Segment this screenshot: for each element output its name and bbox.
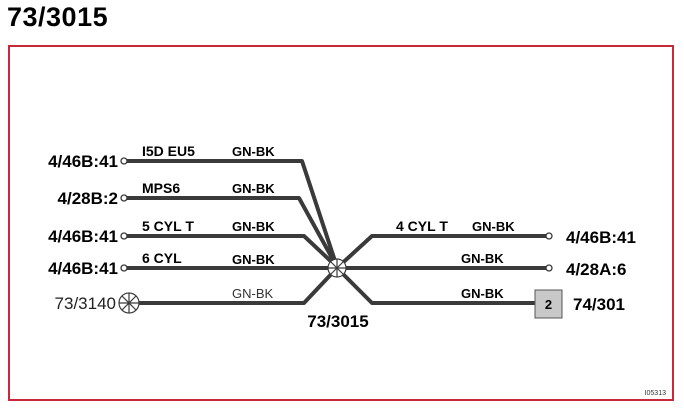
- terminal-left-3: [120, 232, 128, 240]
- connector-right-3[interactable]: 74/301: [573, 295, 625, 314]
- wire-right-1[interactable]: [335, 234, 548, 270]
- connector-left-5[interactable]: 73/3140: [55, 294, 116, 313]
- wire-left-3[interactable]: [124, 234, 339, 269]
- connector-right-1[interactable]: 4/46B:41: [566, 228, 636, 247]
- wire-color-right-3: GN-BK: [461, 286, 504, 301]
- wire-color-left-3: GN-BK: [232, 219, 275, 234]
- connector-left-4[interactable]: 4/46B:41: [48, 259, 118, 278]
- wire-name-left-3: 5 CYL T: [142, 218, 194, 234]
- splice-label: 73/3015: [307, 312, 368, 331]
- terminal-right-2: [545, 264, 553, 272]
- wire-color-right-2: GN-BK: [461, 251, 504, 266]
- terminal-left-1: [120, 157, 128, 165]
- terminal-right-1: [545, 232, 553, 240]
- diagram-frame: [8, 45, 674, 401]
- badge-box: [534, 289, 563, 319]
- wire-color-left-1: GN-BK: [232, 144, 275, 159]
- wire-color-left-2: GN-BK: [232, 181, 275, 196]
- wire-left-1[interactable]: [124, 159, 339, 269]
- wire-name-left-4: 6 CYL: [142, 250, 182, 266]
- wire-name-right-1: 4 CYL T: [396, 218, 448, 234]
- wire-name-left-1: I5D EU5: [142, 143, 195, 159]
- page-title: 73/3015: [7, 2, 109, 32]
- connector-right-2[interactable]: 4/28A:6: [566, 260, 626, 279]
- terminal-left-2: [120, 194, 128, 202]
- connector-symbol-icon: [118, 292, 140, 314]
- wire-color-right-1: GN-BK: [472, 219, 515, 234]
- wire-left-2[interactable]: [124, 196, 339, 269]
- terminal-left-4: [120, 264, 128, 272]
- wire-color-left-4: GN-BK: [232, 252, 275, 267]
- wire-name-left-2: MPS6: [142, 180, 180, 196]
- badge-number: 2: [545, 297, 552, 312]
- splice-icon: [327, 258, 347, 278]
- connector-left-3[interactable]: 4/46B:41: [48, 227, 118, 246]
- wire-color-left-5: GN-BK: [232, 286, 274, 301]
- wire-right-3[interactable]: [335, 266, 537, 305]
- reference-code: I05313: [645, 390, 667, 397]
- wire-left-5[interactable]: [137, 266, 339, 305]
- connector-left-2[interactable]: 4/28B:2: [58, 189, 118, 208]
- connector-left-1[interactable]: 4/46B:41: [48, 152, 118, 171]
